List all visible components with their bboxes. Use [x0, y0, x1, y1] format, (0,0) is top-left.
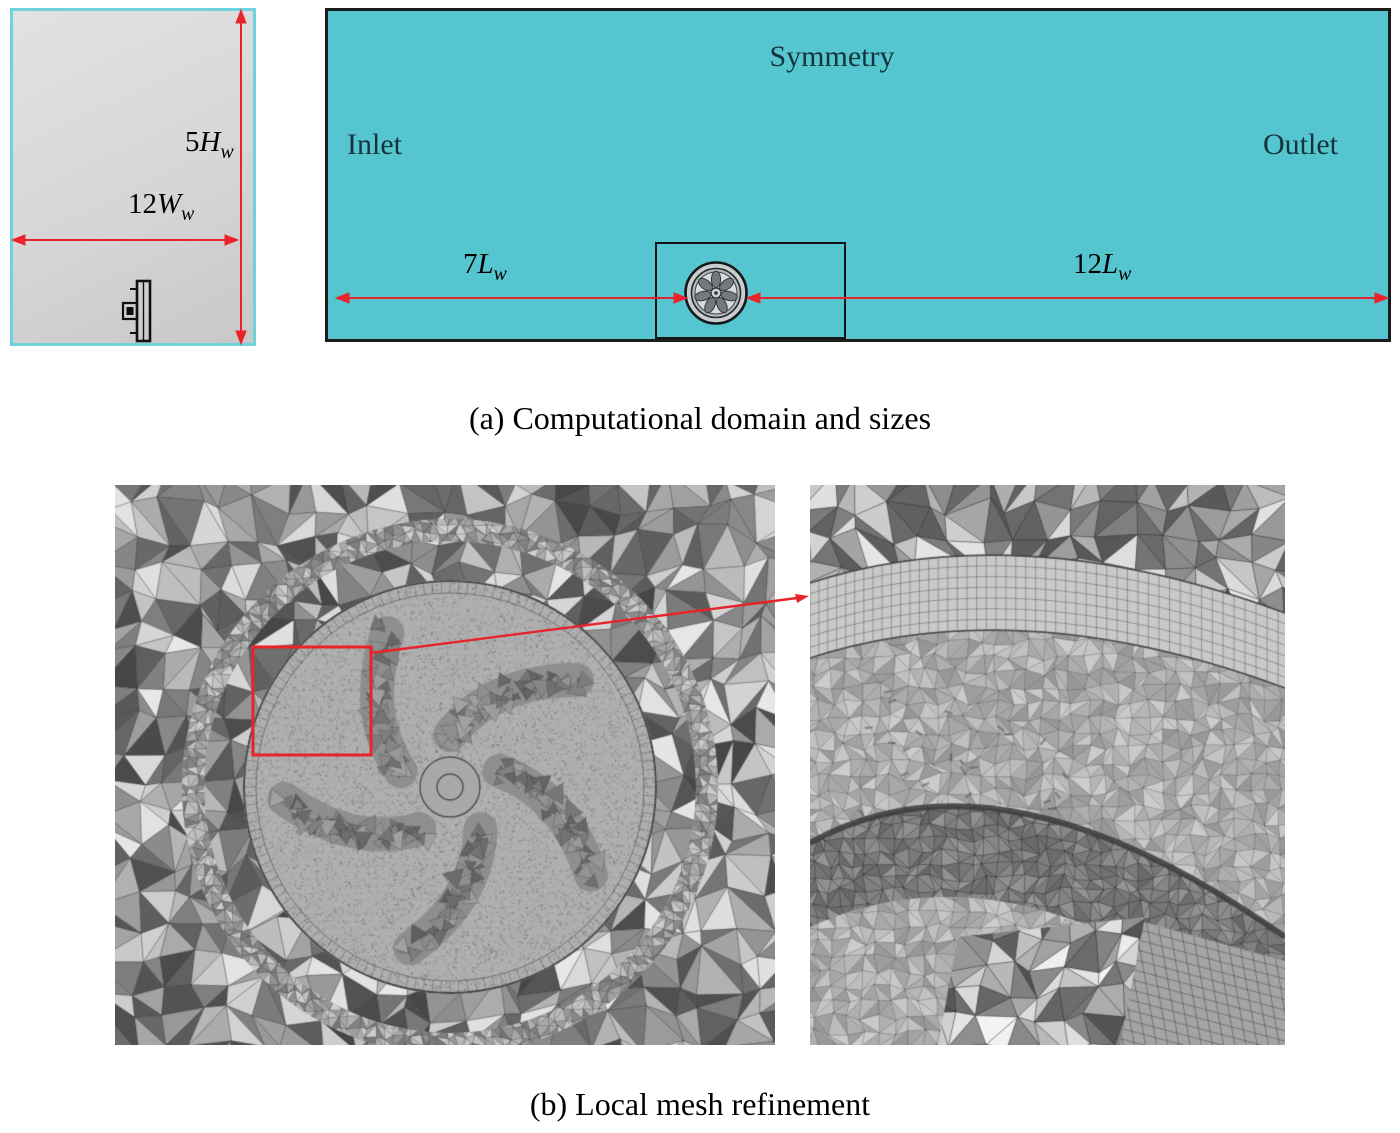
- dim-width-subscript: w: [181, 202, 195, 225]
- dim-downstream-subscript: w: [1118, 262, 1132, 285]
- mesh-overview-image: [115, 485, 775, 1045]
- boundary-label-inlet: Inlet: [347, 128, 402, 161]
- wheel-housing-outline: [655, 242, 846, 339]
- dim-downstream-coef: 12: [1073, 248, 1102, 280]
- wheel-side-icon: [684, 261, 748, 325]
- dim-label-height: 5Hw: [185, 128, 234, 163]
- dim-label-width: 12Ww: [128, 190, 194, 225]
- dim-upstream-coef: 7: [463, 248, 478, 280]
- domain-diagram: [325, 8, 1391, 342]
- dim-label-downstream: 12Lw: [1073, 250, 1131, 285]
- dim-height-subscript: w: [220, 140, 234, 163]
- wheel-spokes-icon: [694, 270, 738, 314]
- wheel-front-icon: [121, 279, 152, 343]
- dim-upstream-subscript: w: [493, 262, 507, 285]
- front-view-diagram: [10, 8, 256, 346]
- dim-upstream-symbol: L: [477, 248, 494, 280]
- boundary-label-outlet: Outlet: [1263, 128, 1338, 161]
- dim-label-upstream: 7Lw: [463, 250, 507, 285]
- boundary-label-symmetry: Symmetry: [769, 40, 895, 73]
- dim-downstream-symbol: L: [1102, 248, 1119, 280]
- mesh-zoom-image: [810, 485, 1285, 1045]
- dim-height-symbol: H: [199, 126, 221, 158]
- caption-panel-b: (b) Local mesh refinement: [529, 1086, 871, 1122]
- dim-height-coef: 5: [185, 126, 200, 158]
- caption-panel-a: (a) Computational domain and sizes: [468, 400, 932, 436]
- dim-width-coef: 12: [128, 188, 157, 220]
- dim-width-symbol: W: [157, 188, 182, 220]
